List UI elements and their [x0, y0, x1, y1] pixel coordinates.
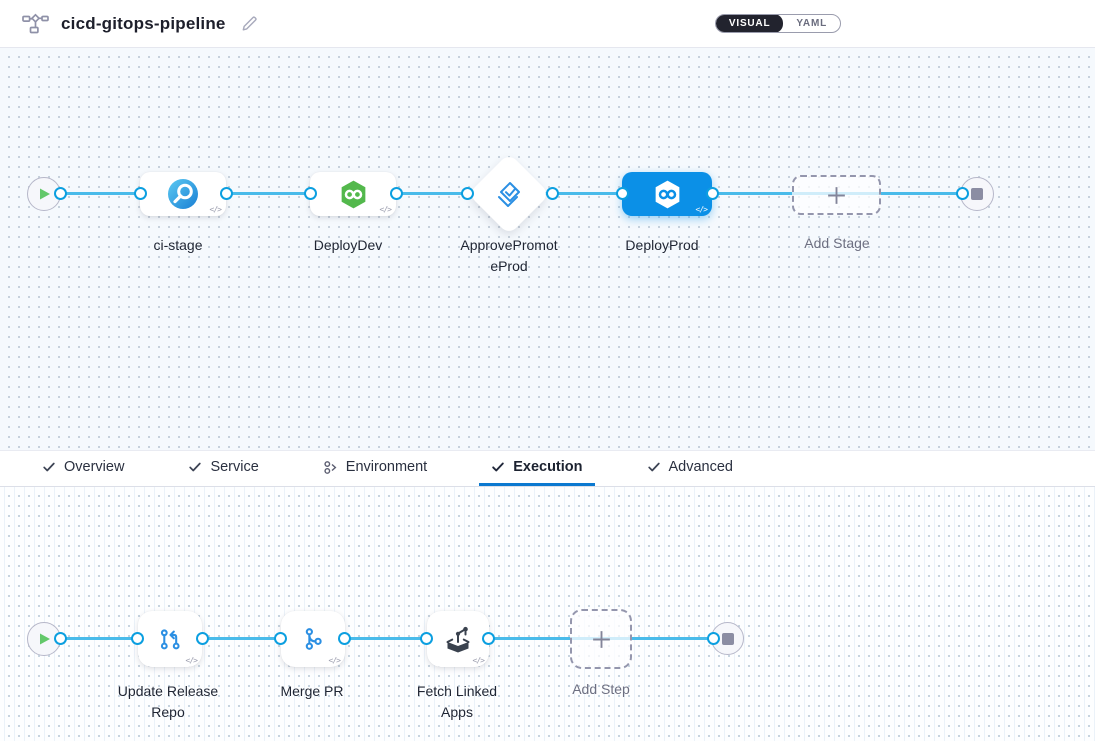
connector-point	[338, 632, 351, 645]
add-stage-button[interactable]	[792, 175, 881, 215]
check-icon	[189, 462, 202, 472]
edit-pencil-icon[interactable]	[240, 14, 259, 33]
tab-environment[interactable]: Environment	[311, 451, 439, 486]
code-icon: </>	[209, 205, 222, 214]
ci-build-icon	[168, 179, 198, 209]
code-icon: </>	[185, 656, 198, 665]
add-stage-label: Add Stage	[804, 235, 870, 251]
connector-point	[390, 187, 403, 200]
connector-point	[220, 187, 233, 200]
add-step-button[interactable]	[570, 609, 632, 669]
tab-advanced[interactable]: Advanced	[635, 451, 746, 486]
cd-deploy-icon	[655, 180, 679, 208]
connector-point	[131, 632, 144, 645]
tab-service[interactable]: Service	[176, 451, 270, 486]
play-icon	[39, 188, 50, 200]
stage-node-ci-stage[interactable]: </>	[140, 172, 226, 216]
step-node-merge-pr[interactable]: </>	[281, 611, 345, 667]
stage-config-tabs: Overview Service Environment Execution A…	[0, 450, 1095, 487]
cd-deploy-icon	[341, 180, 365, 208]
connector-point	[196, 632, 209, 645]
pipeline-start-node	[27, 177, 61, 211]
connector-point	[54, 187, 67, 200]
step-label: Fetch Linked Apps	[416, 683, 498, 720]
connector-point	[546, 187, 559, 200]
header: cicd-gitops-pipeline VISUAL YAML	[0, 0, 1095, 48]
stop-icon	[721, 632, 734, 645]
stage-label: DeployProd	[625, 237, 699, 253]
environment-icon	[324, 460, 337, 474]
stage-label: ci-stage	[153, 237, 203, 253]
connector-line	[58, 637, 715, 640]
step-label: Merge PR	[280, 683, 344, 699]
execution-canvas[interactable]: </> </> </>	[0, 487, 1095, 741]
plus-icon	[592, 630, 610, 648]
visual-yaml-toggle: VISUAL YAML	[714, 14, 841, 33]
stage-node-approval[interactable]	[467, 152, 551, 236]
connector-point	[616, 187, 629, 200]
code-icon: </>	[472, 656, 485, 665]
connector-point	[707, 632, 720, 645]
code-icon: </>	[695, 205, 708, 214]
git-update-icon	[160, 628, 180, 649]
stage-canvas[interactable]: </> </> </>	[0, 48, 1095, 450]
connector-point	[304, 187, 317, 200]
code-icon: </>	[379, 205, 392, 214]
pipeline-flowchart-icon	[22, 13, 49, 35]
toggle-visual[interactable]: VISUAL	[715, 15, 784, 32]
stage-node-deploydev[interactable]: </>	[310, 172, 396, 216]
connector-point	[461, 187, 474, 200]
check-icon	[647, 462, 660, 472]
tab-label: Execution	[513, 459, 583, 475]
toggle-yaml[interactable]: YAML	[796, 18, 827, 29]
stage-label: ApprovePromot eProd	[460, 237, 558, 274]
connector-point	[274, 632, 287, 645]
step-node-fetch-linked-apps[interactable]: </>	[427, 611, 489, 667]
tab-label: Environment	[345, 459, 428, 475]
git-merge-icon	[305, 627, 322, 650]
tab-label: Service	[210, 459, 259, 475]
step-node-update-release-repo[interactable]: </>	[138, 611, 202, 667]
connector-point	[482, 632, 495, 645]
tab-overview[interactable]: Overview	[30, 451, 136, 486]
connector-point	[54, 632, 67, 645]
stage-label: DeployDev	[313, 237, 383, 253]
stage-node-deployprod[interactable]: </>	[622, 172, 712, 216]
add-step-label: Add Step	[572, 681, 630, 697]
check-icon	[43, 462, 55, 472]
connector-point	[956, 187, 969, 200]
fetch-linked-apps-icon	[446, 626, 470, 653]
pipeline-title: cicd-gitops-pipeline	[61, 13, 226, 33]
tab-label: Advanced	[668, 459, 734, 475]
step-label: Update Release Repo	[117, 683, 219, 720]
connector-point	[420, 632, 433, 645]
plus-icon	[828, 186, 845, 204]
stop-icon	[971, 188, 983, 200]
tab-label: Overview	[64, 459, 125, 475]
play-icon	[39, 633, 50, 645]
tab-execution[interactable]: Execution	[479, 451, 595, 486]
connector-point	[134, 187, 147, 200]
connector-point	[706, 187, 719, 200]
code-icon: </>	[328, 656, 341, 665]
check-icon	[492, 462, 504, 472]
approval-icon	[498, 182, 520, 207]
